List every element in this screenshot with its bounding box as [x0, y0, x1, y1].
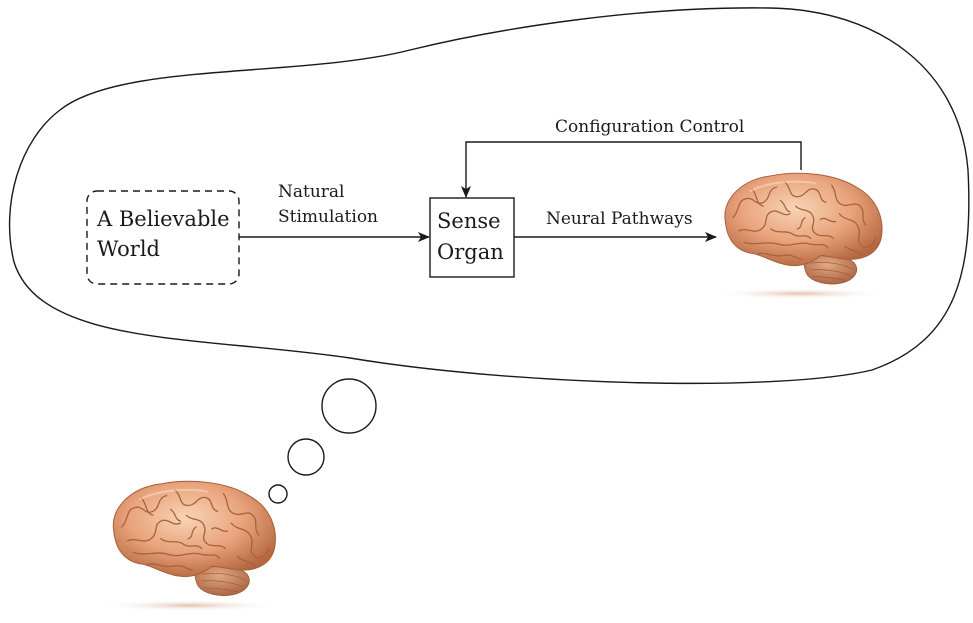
thought-bubble-small [268, 484, 288, 504]
believable-world-label-line2: World [97, 237, 160, 261]
natural-stimulation-label-line1: Natural [278, 182, 345, 202]
dreamed-brain-image [708, 172, 891, 301]
believable-world-label-line1: A Believable [96, 207, 230, 231]
natural-stimulation-label-line2: Stimulation [278, 207, 378, 227]
configuration-control-edge: Configuration Control [461, 117, 802, 198]
dream-cloud-outline [8, 7, 970, 385]
thought-bubble-medium [287, 438, 325, 476]
sense-organ-node: Sense Organ [429, 197, 515, 278]
thinking-brain-image [96, 480, 285, 613]
thought-bubble-large [321, 378, 377, 434]
sense-organ-label-line2: Organ [437, 240, 504, 264]
neural-pathways-edge: Neural Pathways [514, 209, 717, 242]
configuration-control-label: Configuration Control [555, 117, 744, 137]
believable-world-node: A Believable World [86, 190, 240, 285]
natural-stimulation-edge: Natural Stimulation [239, 182, 430, 242]
sense-organ-label-line1: Sense [437, 209, 501, 233]
neural-pathways-label: Neural Pathways [546, 209, 693, 229]
